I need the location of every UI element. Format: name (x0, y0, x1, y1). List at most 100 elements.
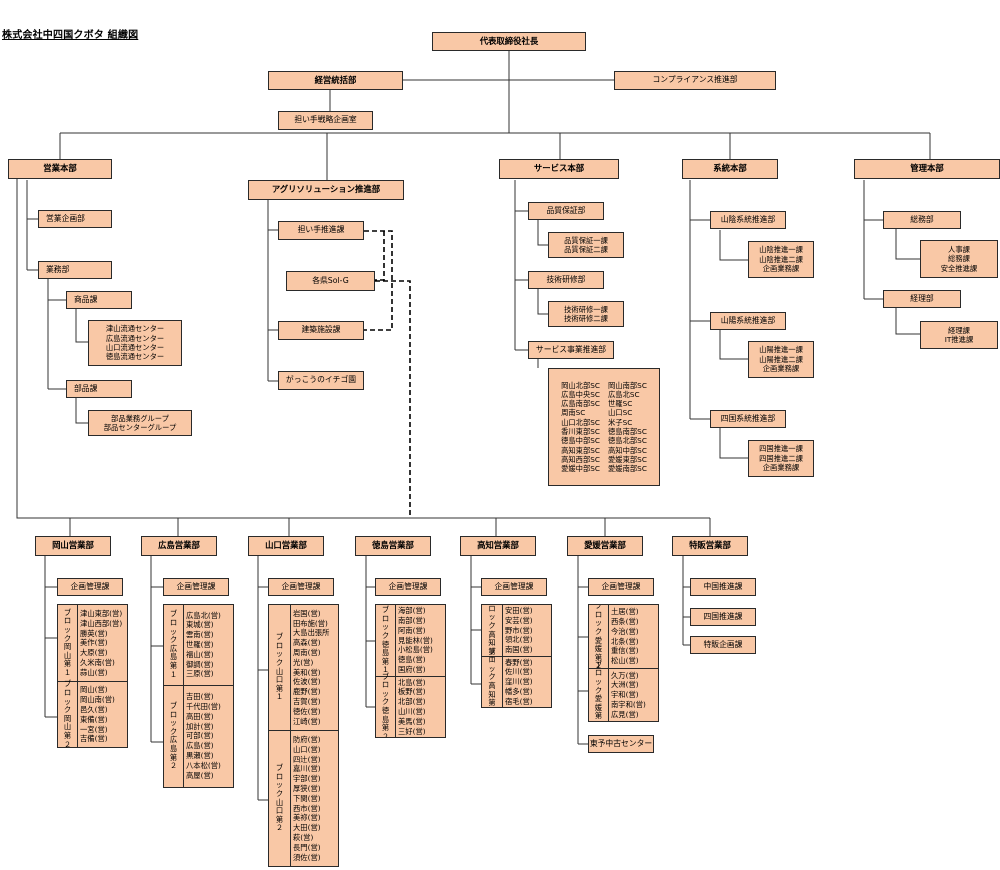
sales-office-item[interactable]: 領北(営) (505, 635, 533, 645)
sales-office-item[interactable]: 三好(営) (398, 726, 426, 736)
sales-office-item[interactable]: 下関(営) (293, 793, 321, 803)
sales-office-item[interactable]: 勝英(営) (80, 628, 108, 638)
sales-office-item[interactable]: 防府(営) (293, 734, 321, 744)
sales-office-item[interactable]: 春野(営) (505, 657, 533, 667)
sales-office-item[interactable]: 御調(営) (186, 659, 214, 669)
sales-office-item[interactable]: 窪川(営) (505, 677, 533, 687)
sales-office-item[interactable]: 鹿野(営) (293, 687, 321, 697)
sales-office-item[interactable]: 千代田(営) (186, 702, 221, 712)
sales-office-item[interactable]: 黒瀬(営) (186, 751, 214, 760)
sales-office-item[interactable]: 蒜山(営) (80, 667, 108, 677)
sales-office-item[interactable]: 見能林(営) (398, 635, 433, 645)
sales-office-item[interactable]: 南部(営) (398, 616, 426, 626)
sales-office-item[interactable]: 大原(営) (80, 648, 108, 658)
special-section-box[interactable]: 四国推進課 (690, 608, 756, 626)
tokushima-planning-box[interactable]: 企画管理課 (375, 578, 441, 596)
sales-office-item[interactable]: 美祢(営) (293, 813, 321, 823)
sanin-sections-box[interactable]: 山陰推進一課 山陰推進二課 企画業務課 (748, 241, 814, 278)
sales-office-item[interactable]: 田布施(営) (293, 618, 328, 628)
sales-office-item[interactable]: 広島(営) (186, 741, 214, 751)
sales-office-item[interactable]: 一宮(営) (80, 724, 108, 734)
yamaguchi-branch-box[interactable]: 山口営業部 (248, 536, 324, 556)
sales-office-item[interactable]: 板野(営) (398, 687, 426, 697)
construction-section-box[interactable]: 建築施設課 (278, 321, 364, 340)
sales-office-item[interactable]: 厚狭(営) (293, 783, 321, 793)
shikoku-sections-box[interactable]: 四国推進一課 四国推進二課 企画業務課 (748, 440, 814, 477)
shikoku-dept-box[interactable]: 四国系統推進部 (710, 410, 786, 428)
sales-office-item[interactable]: 安田(営) (505, 606, 533, 615)
president-box[interactable]: 代表取締役社長 (432, 32, 586, 51)
special-section-box[interactable]: 特販企画課 (690, 636, 756, 654)
hiroshima-planning-box[interactable]: 企画管理課 (163, 578, 229, 596)
sales-office-item[interactable]: 高田(営) (186, 711, 214, 721)
sales-office-item[interactable]: 高屋(営) (186, 770, 214, 780)
sales-office-item[interactable]: 津山西部(営) (80, 618, 123, 628)
sales-office-item[interactable]: 八本松(営) (186, 760, 221, 770)
sanin-dept-box[interactable]: 山陰系統推進部 (710, 211, 786, 229)
tech-sections-box[interactable]: 技術研修一課 技術研修二課 (548, 301, 624, 327)
sales-office-item[interactable]: 西市(営) (293, 803, 321, 813)
sales-office-item[interactable]: 大田(営) (293, 823, 321, 833)
sales-office-item[interactable]: 大島出張所 (293, 628, 330, 638)
sales-office-item[interactable]: 南宇和(営) (611, 700, 646, 710)
sanyo-dept-box[interactable]: 山陽系統推進部 (710, 312, 786, 330)
sales-office-item[interactable]: 北島(営) (398, 677, 426, 687)
sales-office-item[interactable]: 久万(営) (611, 670, 639, 680)
kochi-planning-box[interactable]: 企画管理課 (481, 578, 547, 596)
sales-office-item[interactable]: 美和(営) (293, 667, 321, 677)
sales-office-item[interactable]: 佐川(営) (505, 667, 533, 677)
sales-office-item[interactable]: 安芸(営) (505, 615, 533, 625)
sales-office-item[interactable]: 徳島(営) (398, 655, 426, 665)
sales-office-item[interactable]: 萩(営) (293, 832, 314, 842)
sales-office-item[interactable]: 松山(営) (611, 656, 639, 666)
business-dept-box[interactable]: 業務部 (38, 261, 112, 279)
ehime-planning-box[interactable]: 企画管理課 (588, 578, 654, 596)
sales-office-item[interactable]: 北条(営) (611, 636, 639, 646)
sales-office-item[interactable]: 岡山(営) (80, 685, 108, 695)
qa-sections-box[interactable]: 品質保証一課 品質保証二課 (548, 232, 624, 258)
sales-office-item[interactable]: 重信(営) (611, 646, 639, 656)
sales-office-item[interactable]: 山口(営) (293, 744, 321, 754)
system-hq-box[interactable]: 系統本部 (682, 159, 778, 179)
sales-office-item[interactable]: 土居(営) (611, 607, 639, 617)
sales-office-item[interactable]: 吉賀(営) (293, 697, 321, 707)
distribution-centers-box[interactable]: 津山流通センター 広島流通センター 山口流通センター 徳島流通センター (88, 320, 182, 366)
sales-office-item[interactable]: 岩国(営) (293, 608, 321, 618)
sales-office-item[interactable]: 邑久(営) (80, 704, 108, 714)
sales-office-item[interactable]: 今治(営) (611, 626, 639, 636)
kochi-branch-box[interactable]: 高知営業部 (460, 536, 536, 556)
ehime-branch-box[interactable]: 愛媛営業部 (567, 536, 643, 556)
parts-groups-box[interactable]: 部品業務グループ 部品センターグループ (88, 410, 192, 436)
sales-office-item[interactable]: 周南(営) (293, 648, 321, 658)
sales-office-item[interactable]: 久米南(営) (80, 657, 115, 667)
sales-office-item[interactable]: 宇和(営) (611, 690, 639, 700)
agri-dept-box[interactable]: アグリソリューション推進部 (248, 180, 404, 200)
service-centers-box[interactable]: 岡山北部SC 広島中央SC 広島南部SC 周南SC 山口北部SC 香川東部SC … (548, 368, 660, 486)
tokushima-branch-box[interactable]: 徳島営業部 (355, 536, 431, 556)
sales-office-item[interactable]: 雲南(営) (186, 630, 214, 640)
sales-office-item[interactable]: 宇部(営) (293, 774, 321, 784)
sales-hq-box[interactable]: 営業本部 (8, 159, 112, 179)
okayama-planning-box[interactable]: 企画管理課 (57, 578, 123, 596)
sales-office-item[interactable]: 加計(営) (186, 721, 214, 731)
general-affairs-dept-box[interactable]: 総務部 (883, 211, 961, 229)
sales-office-item[interactable]: 国府(営) (398, 665, 426, 675)
sales-office-item[interactable]: 東城(営) (186, 620, 214, 630)
service-hq-box[interactable]: サービス本部 (499, 159, 619, 179)
sales-office-item[interactable]: 津山東部(営) (80, 608, 123, 618)
products-section-box[interactable]: 商品課 (66, 291, 132, 309)
strategy-office-box[interactable]: 担い手戦略企画室 (278, 111, 373, 130)
finance-dept-box[interactable]: 経理部 (883, 290, 961, 308)
sales-office-item[interactable]: 佐波(営) (293, 677, 321, 687)
sales-office-item[interactable]: 徳佐(営) (293, 706, 321, 716)
sales-office-item[interactable]: 南国(営) (505, 645, 533, 655)
ninaite-section-box[interactable]: 担い手推進課 (278, 221, 364, 240)
sales-office-item[interactable]: 大洲(営) (611, 680, 639, 690)
admin-hq-box[interactable]: 管理本部 (854, 159, 1000, 179)
sales-office-item[interactable]: 西条(営) (611, 617, 639, 627)
sales-office-item[interactable]: 美馬(営) (398, 716, 426, 726)
okayama-branch-box[interactable]: 岡山営業部 (35, 536, 111, 556)
sales-office-item[interactable]: 広島北(営) (186, 610, 221, 620)
sales-planning-box[interactable]: 営業企画部 (38, 210, 112, 228)
hiroshima-branch-box[interactable]: 広島営業部 (141, 536, 217, 556)
